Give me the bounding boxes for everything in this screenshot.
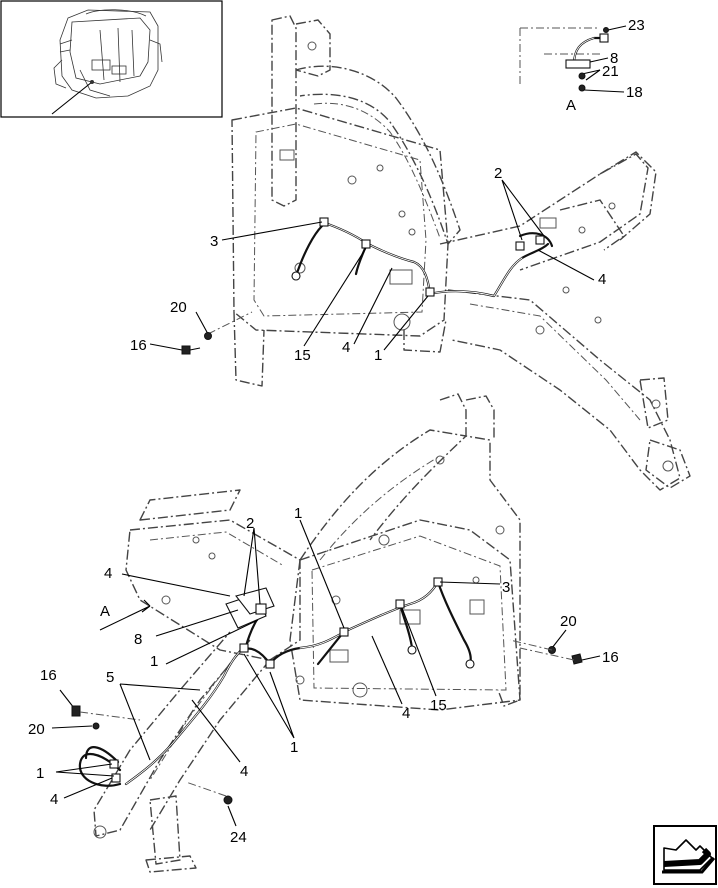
top-assembly-frame [231, 15, 691, 491]
thumbnail-machine [53, 9, 163, 99]
callout-top-4b: 4 [598, 271, 606, 288]
bottom-fasteners [51, 629, 601, 827]
thumbnail-pointer-dot [90, 80, 94, 84]
overview-thumbnail [0, 0, 223, 118]
bottom-leaders [55, 519, 501, 799]
top-fasteners [149, 311, 253, 355]
callout-detail-8: 8 [610, 50, 618, 67]
callout-bottom-1-top: 1 [294, 505, 302, 522]
callout-bottom-5: 5 [106, 669, 114, 686]
arrow-view-label: A [100, 603, 110, 620]
next-page-button[interactable] [653, 825, 717, 885]
callout-top-3: 3 [210, 233, 218, 250]
callout-bottom-4-low: 4 [240, 763, 248, 780]
callout-bottom-4: 4 [104, 565, 112, 582]
bottom-assembly-frame [93, 393, 521, 873]
callout-top-20: 20 [170, 299, 187, 316]
callout-bottom-20-left: 20 [28, 721, 45, 738]
callout-bottom-4-left: 4 [50, 791, 58, 808]
callout-top-15: 15 [294, 347, 311, 364]
thumbnail-border [0, 0, 223, 118]
callout-bottom-8: 8 [134, 631, 142, 648]
callout-bottom-3: 3 [502, 579, 510, 596]
callout-bottom-1-left: 1 [36, 765, 44, 782]
callout-top-2: 2 [494, 165, 502, 182]
callout-bottom-1-mid: 1 [150, 653, 158, 670]
callout-bottom-16-left: 16 [40, 667, 57, 684]
bottom-hose-routing [78, 577, 475, 787]
callout-bottom-16-right: 16 [602, 649, 619, 666]
callout-bottom-15: 15 [430, 697, 447, 714]
callout-bottom-20-right: 20 [560, 613, 577, 630]
callout-top-1: 1 [374, 347, 382, 364]
callout-top-16: 16 [130, 337, 147, 354]
top-leaders [221, 179, 595, 351]
callout-detail-23: 23 [628, 17, 645, 34]
detail-a [519, 25, 627, 93]
callout-detail-18: 18 [626, 84, 643, 101]
callout-top-4a: 4 [342, 339, 350, 356]
thumbnail-pointer [51, 81, 93, 115]
detail-view-label: A [566, 97, 576, 114]
top-hose-routing [291, 217, 554, 298]
callout-bottom-2: 2 [246, 515, 254, 532]
next-page-arrow-icon [662, 839, 716, 874]
callout-bottom-1-low: 1 [290, 739, 298, 756]
callout-detail-21: 21 [602, 63, 619, 80]
callout-bottom-4-mid: 4 [402, 705, 410, 722]
callout-bottom-24: 24 [230, 829, 247, 846]
callout-labels: 3 20 16 15 4 1 2 4 23 8 21 18 A 1 2 4 A … [28, 17, 645, 846]
